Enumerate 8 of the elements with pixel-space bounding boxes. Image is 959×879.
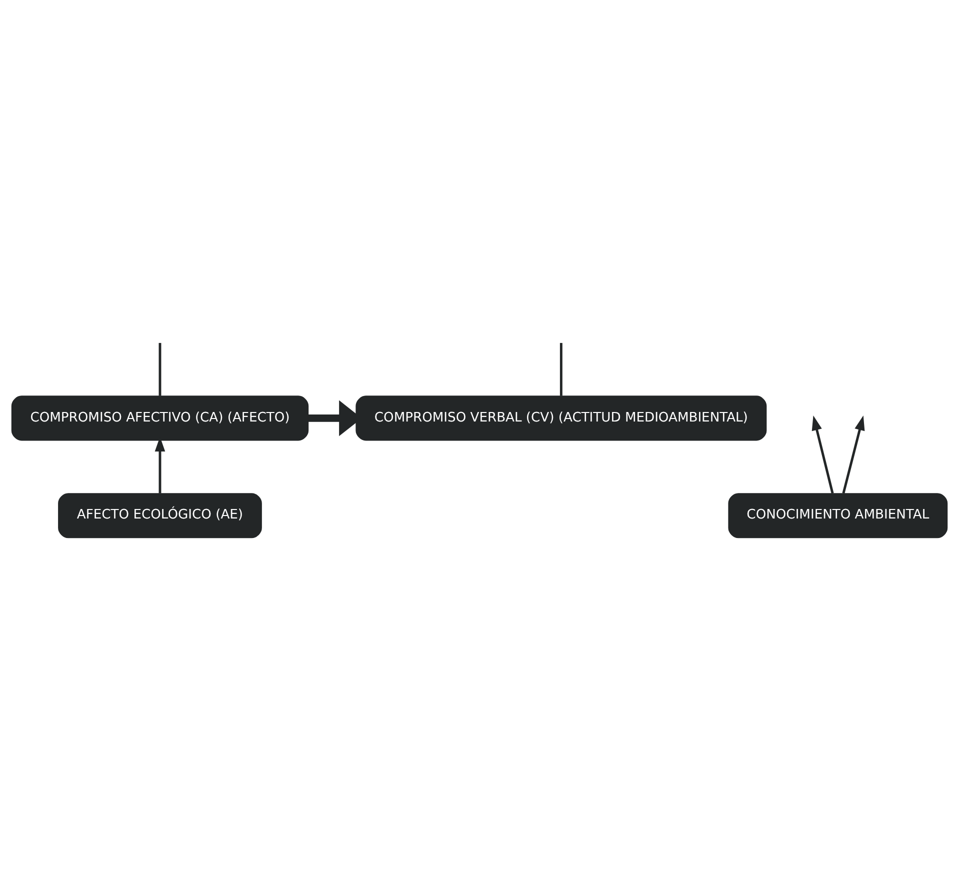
node-box: COMPROMISO VERBAL (CV) (ACTITUD MEDIOAMBIENTAL)	[356, 395, 767, 440]
arrow	[842, 415, 865, 494]
node-box: AFECTO ECOLÓGICO (AE)	[58, 492, 262, 538]
arrow	[812, 415, 834, 494]
node-box: CONOCIMIENTO AMBIENTAL	[728, 492, 948, 538]
connector	[560, 342, 562, 396]
node-box: COMPROMISO AFECTIVO (CA) (AFECTO)	[11, 395, 309, 440]
connector	[158, 342, 162, 396]
